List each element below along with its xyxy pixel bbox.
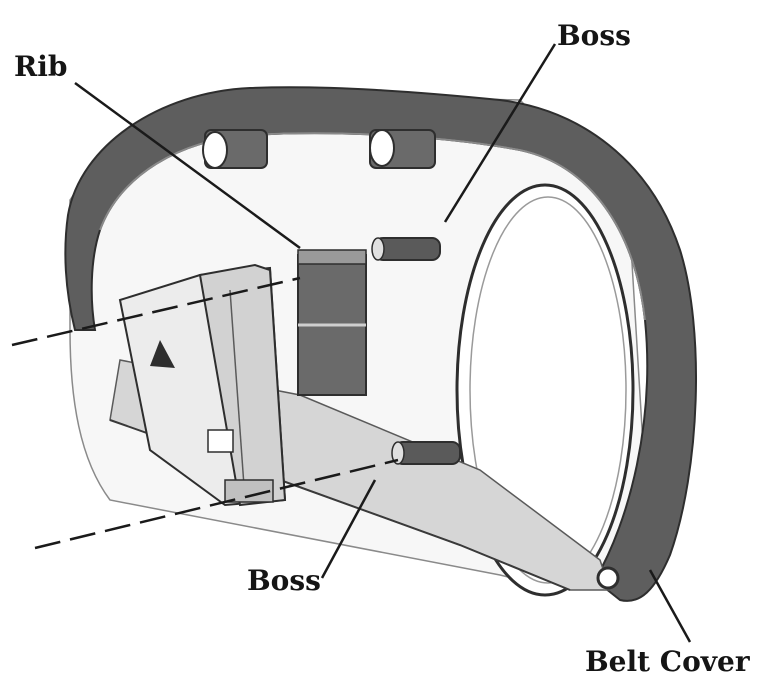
- boss-label-top: Boss: [557, 19, 631, 52]
- belt-cover-leader: [648, 569, 692, 643]
- boss-top-leader: [443, 43, 557, 223]
- mounting-bracket: [118, 263, 287, 507]
- leader-lines: [74, 43, 692, 643]
- belt-cover-label: Belt Cover: [585, 645, 750, 678]
- boss-label-bottom: Boss: [247, 564, 321, 597]
- assembly-lines: [11, 276, 399, 550]
- circular-opening-rim: [469, 196, 627, 584]
- top-boss-left: [202, 129, 268, 169]
- rib-label: Rib: [14, 50, 68, 83]
- rib: [297, 249, 367, 396]
- top-boss-right: [369, 129, 436, 169]
- upper-boss-pin: [371, 237, 441, 261]
- lower-boss-pin: [391, 441, 461, 465]
- boss-bottom-leader: [320, 479, 377, 579]
- rib-leader: [74, 81, 301, 250]
- pivot-hole: [596, 566, 620, 590]
